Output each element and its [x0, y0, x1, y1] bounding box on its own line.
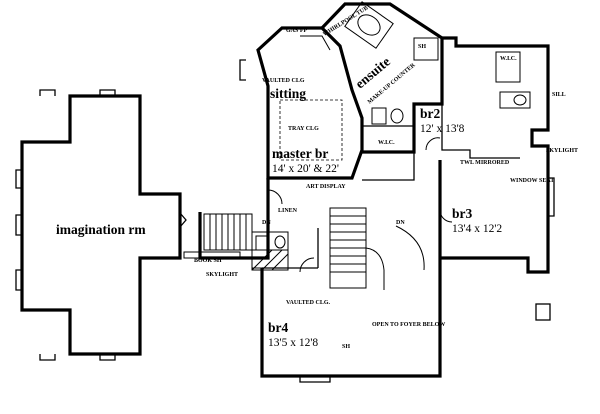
window-seat-label: WINDOW SEAT [510, 178, 554, 184]
br4-shelf-label: SH [342, 344, 350, 350]
br4-label: br4 [268, 320, 289, 335]
br2-dim-label: 12' x 13'8 [420, 123, 465, 135]
imagination-room-walls [15, 89, 187, 361]
vaulted-clg-br4-label: VAULTED CLG. [286, 300, 331, 306]
br2-label: br2 [420, 106, 441, 121]
skylight-right-label: SKYLIGHT [546, 148, 578, 154]
master-br-label: master br [272, 146, 328, 161]
imagination-room-label: imagination rm [56, 222, 146, 237]
open-to-foyer-label: OPEN TO FOYER BELOW [372, 322, 445, 328]
twl-mirrored-label: TWL MIRRORED [460, 160, 510, 166]
art-display-label: ART DISPLAY [306, 184, 346, 190]
fixtures [183, 1, 555, 383]
left-stairs [203, 213, 253, 251]
wic-master-label: W.I.C. [378, 140, 395, 146]
br3-dim-label: 13'4 x 12'2 [452, 223, 502, 235]
linen-label: LINEN [278, 208, 298, 214]
dn-center-label: DN [396, 220, 405, 226]
br4-dim-label: 13'5 x 12'8 [268, 337, 318, 349]
gas-fireplace-label: GAS FP [286, 28, 308, 34]
br3-label: br3 [452, 206, 473, 221]
tray-clg-label: TRAY CLG [288, 126, 319, 132]
sitting-label: sitting [270, 86, 306, 101]
book-shelf-label: BOOK SH [194, 258, 222, 264]
central-stairs [329, 207, 425, 290]
skylight-hatch [251, 249, 289, 271]
sill-label: SILL [552, 92, 566, 98]
skylight-left-label: SKYLIGHT [206, 272, 238, 278]
vaulted-clg-sitting-label: VAULTED CLG [262, 78, 305, 84]
wic-br2-label: W.I.C. [500, 56, 517, 62]
master-br-dim-label: 14' x 20' & 22' [272, 163, 339, 175]
ensuite-shower-label: SH [418, 44, 426, 50]
dn-left-label: DN [262, 220, 271, 226]
